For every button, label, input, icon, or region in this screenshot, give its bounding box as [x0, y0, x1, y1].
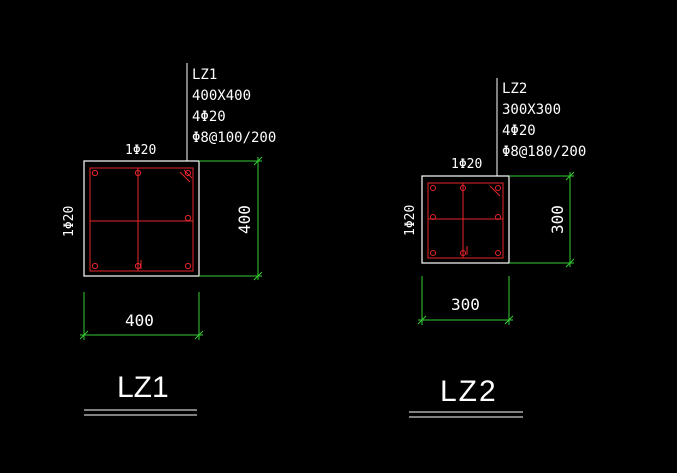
lz2-bar: [430, 214, 436, 220]
lz2-callout-name: LZ2: [502, 81, 527, 97]
lz2-bar: [460, 250, 466, 256]
lz1-title: LZ1: [117, 371, 169, 404]
lz2-title: LZ2: [440, 375, 498, 408]
lz1-dim-bottom: [79, 292, 204, 340]
lz2-section-outline: [421, 175, 510, 264]
lz1-callout-stirrups: Φ8@100/200: [192, 130, 276, 146]
lz1-bar: [91, 262, 99, 270]
lz2-bar: [495, 214, 501, 220]
lz2-dim-bottom-value: 300: [451, 295, 480, 314]
lz2-hook: [489, 185, 501, 197]
lz1-stirrup: [89, 167, 194, 272]
lz2-side-bar-label: 1Φ20: [403, 205, 418, 236]
lz1-dim-right-value: 400: [235, 205, 254, 234]
lz1-bar: [184, 214, 192, 222]
lz1-side-bar-label: 1Φ20: [62, 206, 77, 237]
column-lz2: LZ2 300X300 4Φ20 Φ8@180/200 1Φ20 1Φ20 30…: [403, 78, 586, 418]
lz1-dim-bottom-value: 400: [125, 311, 154, 330]
lz2-callout-size: 300X300: [502, 102, 561, 118]
column-lz1: LZ1 400X400 4Φ20 Φ8@100/200 1Φ20 1Φ20 40…: [62, 63, 276, 416]
lz2-callout-main-bars: 4Φ20: [502, 123, 536, 139]
lz2-dim-bottom: [417, 276, 514, 325]
lz2-callout-stirrups: Φ8@180/200: [502, 144, 586, 160]
lz1-top-bar-label: 1Φ20: [125, 143, 156, 158]
lz1-bar: [184, 169, 192, 177]
lz2-bar: [430, 185, 436, 191]
lz1-hook: [179, 171, 191, 183]
lz1-callout-name: LZ1: [192, 67, 217, 83]
lz1-bar: [134, 169, 142, 177]
lz1-callout-size: 400X400: [192, 88, 251, 104]
lz1-callout-main-bars: 4Φ20: [192, 109, 226, 125]
lz1-hook: [183, 169, 193, 179]
lz2-bar: [430, 250, 436, 256]
lz1-section-outline: [83, 160, 200, 277]
lz2-bar: [460, 185, 466, 191]
lz2-dim-right: [509, 171, 575, 268]
lz2-dim-right-value: 300: [548, 205, 567, 234]
lz2-top-bar-label: 1Φ20: [451, 157, 482, 172]
lz1-dim-right: [199, 156, 263, 281]
lz2-stirrup: [427, 182, 504, 259]
lz1-bar: [91, 169, 99, 177]
lz1-bar: [184, 262, 192, 270]
lz2-bar: [495, 250, 501, 256]
lz2-bar: [495, 185, 501, 191]
